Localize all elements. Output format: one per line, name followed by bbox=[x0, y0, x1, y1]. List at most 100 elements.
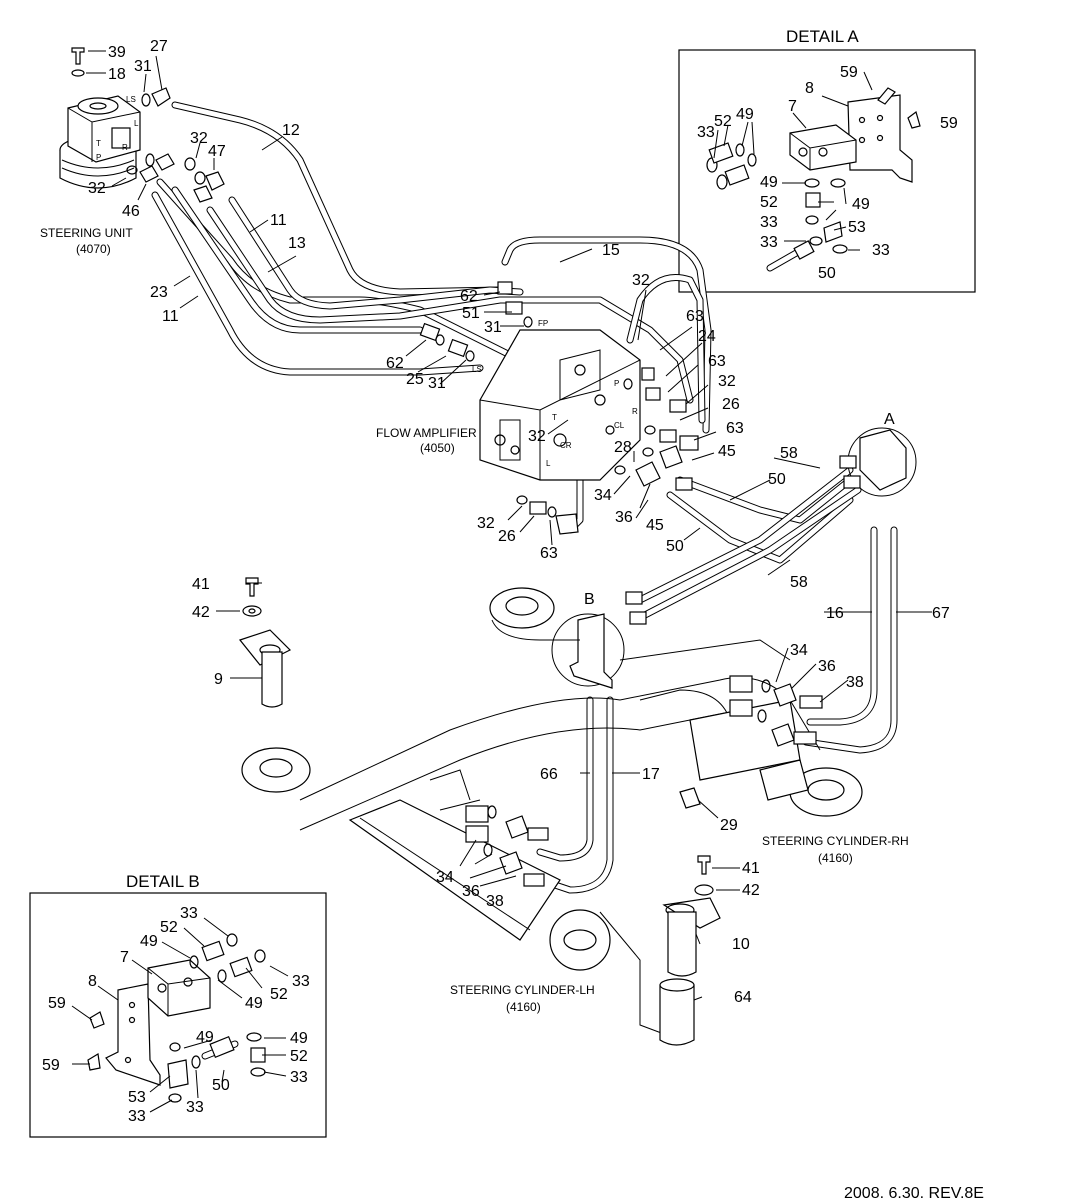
steering-unit-name: STEERING UNIT bbox=[40, 226, 133, 240]
steering-unit: STEERING UNIT (4070) LS L R T P bbox=[40, 47, 225, 256]
svg-text:62: 62 bbox=[460, 288, 478, 305]
svg-text:41: 41 bbox=[742, 860, 760, 877]
svg-text:33: 33 bbox=[697, 124, 715, 141]
svg-text:42: 42 bbox=[192, 604, 210, 621]
circle-b-label: B bbox=[584, 591, 595, 608]
svg-text:15: 15 bbox=[602, 242, 620, 259]
svg-text:L: L bbox=[134, 119, 139, 128]
svg-text:32: 32 bbox=[528, 428, 546, 445]
svg-text:49: 49 bbox=[245, 995, 263, 1012]
svg-text:P: P bbox=[614, 379, 619, 388]
detail-b-frame bbox=[29, 892, 327, 1138]
svg-text:49: 49 bbox=[852, 196, 870, 213]
svg-text:32: 32 bbox=[718, 373, 736, 390]
svg-text:33: 33 bbox=[760, 214, 778, 231]
svg-text:45: 45 bbox=[718, 443, 736, 460]
svg-text:38: 38 bbox=[846, 674, 864, 691]
svg-text:12: 12 bbox=[282, 122, 300, 139]
svg-text:32: 32 bbox=[88, 180, 106, 197]
svg-text:33: 33 bbox=[290, 1069, 308, 1086]
svg-text:59: 59 bbox=[48, 995, 66, 1012]
bracket-8-b bbox=[105, 983, 161, 1086]
svg-text:53: 53 bbox=[128, 1089, 146, 1106]
svg-text:41: 41 bbox=[192, 576, 210, 593]
svg-text:13: 13 bbox=[288, 235, 306, 252]
svg-text:8: 8 bbox=[805, 80, 814, 97]
svg-text:31: 31 bbox=[428, 375, 446, 392]
svg-text:26: 26 bbox=[722, 396, 740, 413]
svg-text:59: 59 bbox=[42, 1057, 60, 1074]
cyl-rh-code: (4160) bbox=[818, 851, 853, 865]
steering-unit-code: (4070) bbox=[76, 242, 111, 256]
cyl-rh-name: STEERING CYLINDER-RH bbox=[762, 834, 909, 848]
svg-text:27: 27 bbox=[150, 38, 168, 55]
steering-cylinder-lh bbox=[348, 799, 561, 941]
svg-text:52: 52 bbox=[714, 113, 732, 130]
svg-text:49: 49 bbox=[736, 106, 754, 123]
svg-text:63: 63 bbox=[540, 545, 558, 562]
svg-text:25: 25 bbox=[406, 371, 424, 388]
leader-lines bbox=[86, 50, 932, 1001]
svg-text:34: 34 bbox=[594, 487, 612, 504]
circle-a-label: A bbox=[884, 411, 895, 428]
svg-text:63: 63 bbox=[708, 353, 726, 370]
svg-text:7: 7 bbox=[120, 949, 129, 966]
flow-amplifier-name: FLOW AMPLIFIER bbox=[376, 426, 477, 440]
pin-assembly-right bbox=[659, 855, 721, 1046]
svg-text:32: 32 bbox=[477, 515, 495, 532]
svg-text:59: 59 bbox=[940, 115, 958, 132]
svg-text:11: 11 bbox=[162, 308, 179, 325]
callout-numbers: 39 27 18 31 12 32 47 32 46 11 13 23 11 1… bbox=[88, 38, 950, 1006]
svg-text:23: 23 bbox=[150, 284, 168, 301]
svg-text:CL: CL bbox=[614, 421, 625, 430]
svg-text:26: 26 bbox=[498, 528, 516, 545]
svg-text:50: 50 bbox=[212, 1077, 230, 1094]
svg-text:64: 64 bbox=[734, 989, 752, 1006]
svg-text:11: 11 bbox=[270, 212, 287, 229]
svg-text:R: R bbox=[632, 407, 638, 416]
svg-text:63: 63 bbox=[686, 308, 704, 325]
svg-text:9: 9 bbox=[214, 671, 223, 688]
svg-text:50: 50 bbox=[768, 471, 786, 488]
bracket-8 bbox=[847, 94, 913, 183]
detail-a-title: DETAIL A bbox=[786, 27, 859, 46]
svg-text:52: 52 bbox=[760, 194, 778, 211]
svg-text:33: 33 bbox=[292, 973, 310, 990]
svg-text:LS: LS bbox=[126, 95, 136, 104]
svg-text:49: 49 bbox=[196, 1029, 214, 1046]
axle-assembly: STEERING CYLINDER-RH (4160) STEERING CYL… bbox=[241, 587, 909, 1041]
svg-text:32: 32 bbox=[190, 130, 208, 147]
svg-text:17: 17 bbox=[642, 766, 660, 783]
svg-text:CR: CR bbox=[560, 441, 572, 450]
svg-text:31: 31 bbox=[134, 58, 152, 75]
svg-text:36: 36 bbox=[818, 658, 836, 675]
cylinder-fittings bbox=[465, 675, 823, 887]
svg-text:53: 53 bbox=[848, 219, 866, 236]
pin-assembly-left bbox=[238, 577, 292, 708]
svg-text:49: 49 bbox=[760, 174, 778, 191]
detail-a: DETAIL A 59 8 59 7 33 52 49 bbox=[678, 27, 976, 293]
detail-b-title: DETAIL B bbox=[126, 872, 200, 891]
svg-text:34: 34 bbox=[790, 642, 808, 659]
svg-text:47: 47 bbox=[208, 143, 226, 160]
cyl-lh-name: STEERING CYLINDER-LH bbox=[450, 983, 595, 997]
svg-text:7: 7 bbox=[788, 98, 797, 115]
svg-text:50: 50 bbox=[666, 538, 684, 555]
svg-text:L: L bbox=[546, 459, 551, 468]
svg-text:58: 58 bbox=[780, 445, 798, 462]
svg-text:10: 10 bbox=[732, 936, 750, 953]
svg-text:63: 63 bbox=[726, 420, 744, 437]
block-7-b bbox=[147, 959, 211, 1017]
svg-text:49: 49 bbox=[140, 933, 158, 950]
hose-bundle bbox=[151, 101, 898, 894]
detail-a-frame bbox=[678, 49, 976, 293]
svg-text:38: 38 bbox=[486, 893, 504, 910]
svg-text:50: 50 bbox=[818, 265, 836, 282]
svg-text:46: 46 bbox=[122, 203, 140, 220]
bolt-59-top bbox=[877, 87, 896, 105]
svg-text:58: 58 bbox=[790, 574, 808, 591]
svg-text:52: 52 bbox=[270, 986, 288, 1003]
circle-b: B bbox=[551, 591, 647, 689]
svg-text:33: 33 bbox=[760, 234, 778, 251]
